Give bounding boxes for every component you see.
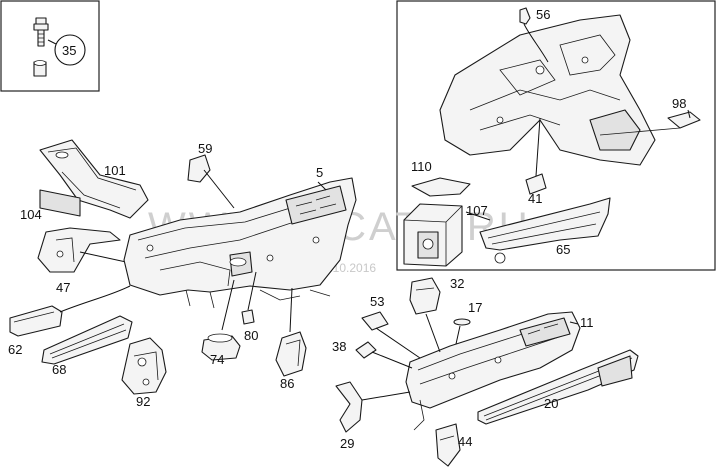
callout-86[interactable]: 86 (280, 376, 294, 391)
inset-frame-fastener (0, 0, 100, 92)
part-11-front-assembly[interactable] (405, 311, 581, 431)
leader-5 (317, 181, 327, 191)
callout-17[interactable]: 17 (468, 300, 482, 315)
part-32-bracket[interactable] (409, 277, 441, 315)
part-upper-right-assembly[interactable] (439, 14, 681, 166)
part-35-bolt[interactable] (33, 17, 49, 77)
callout-53[interactable]: 53 (370, 294, 384, 309)
part-68-rail[interactable] (41, 315, 133, 365)
part-59-bracket[interactable] (187, 154, 211, 183)
callout-38[interactable]: 38 (332, 339, 346, 354)
callout-80[interactable]: 80 (244, 328, 258, 343)
callout-20[interactable]: 20 (544, 396, 558, 411)
leader-53 (375, 327, 421, 359)
callout-107[interactable]: 107 (466, 203, 488, 218)
callout-35[interactable]: 35 (62, 43, 76, 58)
leader-38 (371, 351, 413, 369)
part-29-bracket[interactable] (335, 381, 363, 433)
leader-98 (687, 109, 691, 119)
part-98-sleeve[interactable] (667, 111, 701, 129)
callout-59[interactable]: 59 (198, 141, 212, 156)
part-17-grommet[interactable] (453, 318, 471, 326)
callout-110[interactable]: 110 (411, 159, 432, 174)
part-44-bracket[interactable] (435, 423, 461, 467)
leader-17 (455, 325, 461, 345)
callout-104[interactable]: 104 (20, 207, 42, 222)
part-62-rail[interactable] (9, 305, 63, 337)
part-107-box[interactable] (403, 203, 463, 267)
leader-35 (47, 39, 57, 45)
part-5-front-assembly[interactable] (123, 177, 357, 309)
part-65-rail[interactable] (479, 197, 611, 264)
callout-68[interactable]: 68 (52, 362, 66, 377)
part-53-clip[interactable] (361, 311, 389, 331)
callout-32[interactable]: 32 (450, 276, 464, 291)
callout-98[interactable]: 98 (672, 96, 686, 111)
inset-frame-upper-right (396, 0, 716, 271)
callout-47[interactable]: 47 (56, 280, 70, 295)
part-41-bracket[interactable] (525, 173, 547, 195)
part-86-bracket[interactable] (275, 331, 307, 377)
part-47-bracket[interactable] (37, 227, 121, 273)
leader-56 (523, 23, 549, 63)
leader-11 (569, 321, 579, 325)
callout-5[interactable]: 5 (316, 165, 323, 180)
part-110-bracket[interactable] (411, 177, 471, 197)
part-104-panel[interactable] (39, 189, 81, 217)
leader-32 (425, 313, 441, 353)
part-20-rail[interactable] (477, 349, 639, 425)
leader-62 (59, 285, 131, 313)
callout-65[interactable]: 65 (556, 242, 570, 257)
callout-92[interactable]: 92 (136, 394, 150, 409)
callout-11[interactable]: 11 (580, 315, 594, 330)
part-74-mount[interactable] (201, 333, 241, 361)
part-38-bracket[interactable] (355, 341, 377, 359)
part-92-bracket[interactable] (121, 337, 167, 395)
callout-29[interactable]: 29 (340, 436, 354, 451)
callout-circle-35 (54, 34, 86, 66)
leader-29 (361, 391, 411, 401)
leader-41 (535, 117, 541, 177)
leader-74 (221, 279, 235, 331)
leader-59 (203, 169, 235, 209)
part-56-clip[interactable] (519, 7, 531, 25)
part-80-clip[interactable] (241, 309, 255, 325)
callout-74[interactable]: 74 (210, 352, 224, 367)
part-101-upper-frame[interactable] (39, 139, 149, 219)
callout-101[interactable]: 101 (104, 163, 126, 178)
leader-80 (247, 271, 257, 311)
leader-86 (289, 287, 293, 333)
leader-47 (79, 251, 127, 263)
callout-56[interactable]: 56 (536, 7, 550, 22)
callout-41[interactable]: 41 (528, 191, 542, 206)
callout-44[interactable]: 44 (458, 434, 472, 449)
callout-62[interactable]: 62 (8, 342, 22, 357)
leader-107 (465, 211, 491, 221)
